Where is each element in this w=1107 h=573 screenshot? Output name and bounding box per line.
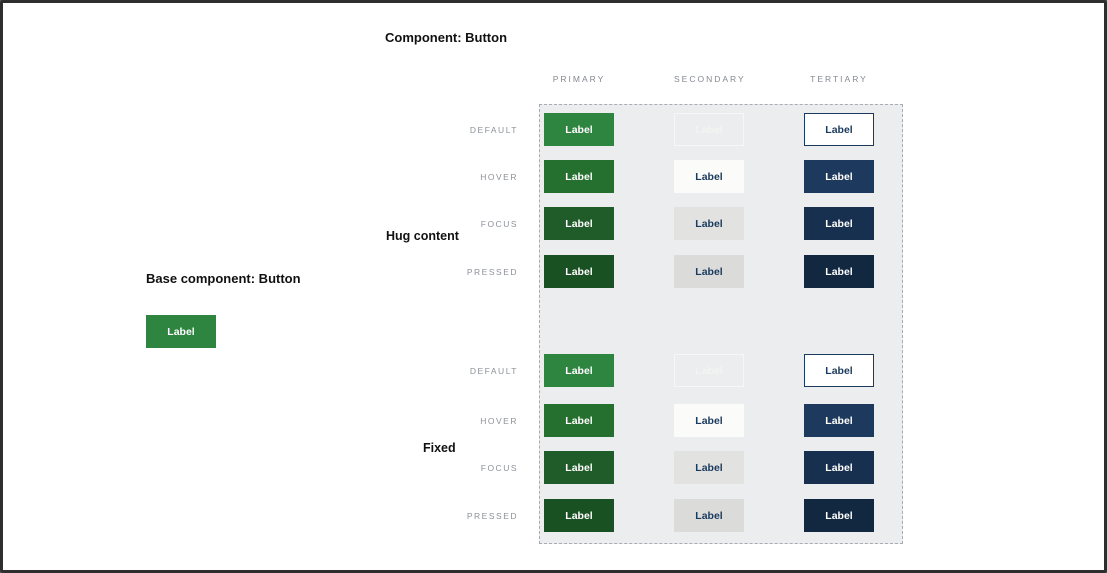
column-header-secondary: SECONDARY [674, 74, 746, 84]
primary-pressed-button[interactable]: Label [544, 499, 614, 532]
state-label-focus: FOCUS [480, 462, 518, 473]
secondary-focus-button[interactable]: Label [674, 207, 744, 240]
column-header-primary: PRIMARY [552, 74, 606, 84]
primary-focus-button[interactable]: Label [544, 451, 614, 484]
secondary-hover-button[interactable]: Label [674, 160, 744, 193]
primary-hover-button[interactable]: Label [544, 160, 614, 193]
tertiary-hover-button[interactable]: Label [804, 404, 874, 437]
secondary-hover-button[interactable]: Label [674, 404, 744, 437]
state-label-focus: FOCUS [480, 218, 518, 229]
base-button[interactable]: Label [146, 315, 216, 348]
primary-default-button[interactable]: Label [544, 113, 614, 146]
tertiary-pressed-button[interactable]: Label [804, 499, 874, 532]
tertiary-default-button[interactable]: Label [804, 113, 874, 146]
tertiary-pressed-button[interactable]: Label [804, 255, 874, 288]
base-component-title: Base component: Button [146, 271, 301, 286]
state-label-default: DEFAULT [469, 365, 518, 376]
tertiary-focus-button[interactable]: Label [804, 207, 874, 240]
tertiary-hover-button[interactable]: Label [804, 160, 874, 193]
state-label-default: DEFAULT [469, 124, 518, 135]
primary-pressed-button[interactable]: Label [544, 255, 614, 288]
tertiary-focus-button[interactable]: Label [804, 451, 874, 484]
column-header-tertiary: TERTIARY [810, 74, 868, 84]
section-label-hug-content: Hug content [386, 229, 459, 243]
state-label-hover: HOVER [480, 415, 518, 426]
state-label-pressed: PRESSED [466, 510, 518, 521]
page-title: Component: Button [385, 30, 508, 45]
secondary-pressed-button[interactable]: Label [674, 255, 744, 288]
secondary-default-button[interactable]: Label [674, 113, 744, 146]
secondary-default-button[interactable]: Label [674, 354, 744, 387]
primary-focus-button[interactable]: Label [544, 207, 614, 240]
primary-hover-button[interactable]: Label [544, 404, 614, 437]
section-label-fixed: Fixed [423, 441, 456, 455]
state-label-pressed: PRESSED [466, 266, 518, 277]
secondary-pressed-button[interactable]: Label [674, 499, 744, 532]
tertiary-default-button[interactable]: Label [804, 354, 874, 387]
primary-default-button[interactable]: Label [544, 354, 614, 387]
secondary-focus-button[interactable]: Label [674, 451, 744, 484]
state-label-hover: HOVER [480, 171, 518, 182]
